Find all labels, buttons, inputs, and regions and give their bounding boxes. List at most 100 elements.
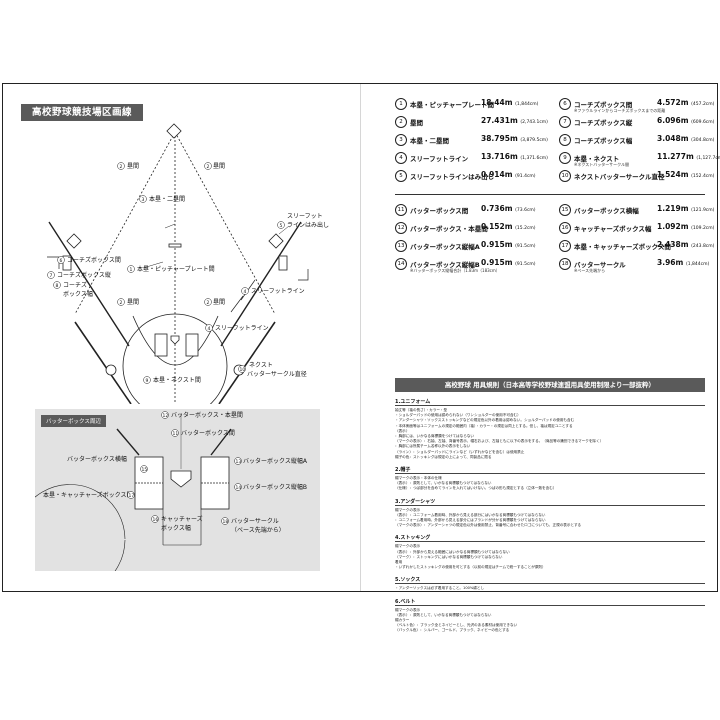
item-label: コーチズボックス幅 <box>574 137 633 145</box>
rule-line: 〈マークの表示〉：右袖、左袖、背番号表示、帽右および、左袖ともに以下の表示をする… <box>395 439 604 444</box>
item-number: 15 <box>559 204 571 216</box>
item-value: 4.572m (457.2cm) <box>657 98 714 107</box>
item-value-sub: (15.2cm) <box>515 226 536 231</box>
rule-line: 帽カラー <box>395 618 410 622</box>
rule-line: 〈表示〉：原則として、いかなる商標類もつけてはならない <box>395 481 492 486</box>
item-value-main: 18.44m <box>481 98 513 107</box>
item-value: 0.915m (91.5cm) <box>481 258 536 267</box>
rule-section-title: 5.ソックス <box>395 577 421 584</box>
rule-line: 〈ベルト色〉：ブラック全とネイビーとし、光沢のある素材は使用できない <box>395 623 518 628</box>
item-value-main: 3.96m <box>657 258 684 267</box>
rule-line: 帽子の色：ストッキングは規定の上によって、同製品に限る <box>395 454 492 459</box>
item-number: 10 <box>559 170 571 182</box>
label-circle-1: バッターサークル <box>231 517 279 525</box>
label-base-path-b: 塁間 <box>213 163 225 170</box>
batter-box-diagram: バッターボックス・本塁間 バッターボックス間 バッターボックス横幅 バッターボッ… <box>35 411 308 571</box>
rule-line: 〈表示〉：原則として、いかなる商標類もつけてはならない <box>395 612 492 617</box>
item-value: 11.277m (1,127.7cm) <box>657 152 720 161</box>
label-foul-line-a: スリーフットライン <box>251 288 305 295</box>
document-sheet: 高校野球競技場区画線 <box>2 83 720 632</box>
item-number: 14 <box>395 258 407 270</box>
label-circle-2: （ベース先端から） <box>231 526 285 534</box>
badge-4a: 4 <box>244 289 247 295</box>
badge-2a: 2 <box>120 164 123 170</box>
badge-15: 15 <box>142 467 148 473</box>
item-number: 11 <box>395 204 407 216</box>
rule-line: 〈表示〉 <box>395 428 410 433</box>
item-value-sub: (1,844cm) <box>685 262 710 267</box>
rules-title: 高校野球 用具規則（日本高等学校野球連盟用具使用制限より一部抜粋） <box>395 378 705 392</box>
rule-line: 〈マーク〉：ストッキングにはいかなる商標類もつけてはならない <box>395 554 503 559</box>
item-value-main: 1.092m <box>657 222 689 231</box>
item-label: スリーフットラインはみ出し <box>410 173 495 181</box>
rule-line: ：胸部には所属チーム名称以外の表示をしない <box>395 444 471 449</box>
badge-1: 1 <box>130 267 133 273</box>
label-foul-over-2: ラインはみ出し <box>287 221 329 229</box>
label-next-2: バッターサークル直径 <box>247 370 307 378</box>
label-catcher-home: 本塁・キャッチャーズボックス間 <box>43 491 132 499</box>
rule-section-rule <box>395 504 705 506</box>
batter-box-inset: バッターボックス周辺 バッターボックス・本塁間 バッターボックス間 バッターボッ… <box>35 409 320 571</box>
item-number: 2 <box>395 116 407 128</box>
rule-line: 着用 <box>395 560 403 564</box>
label-box-width: バッターボックス横幅 <box>67 455 127 463</box>
item-value-main: 1.524m <box>657 170 689 179</box>
item-value-sub: (73.6cm) <box>515 208 536 213</box>
rule-line: ・アンダーシャツ・ソックスストッキングなどの規定色以外の着用は認めない。ショルダ… <box>395 418 575 423</box>
label-box-gap: バッターボックス間 <box>181 429 235 437</box>
rule-line: 〈表示〉：外部から見える範囲にはいかなる商標類もつけてはならない <box>395 549 510 554</box>
item-number: 1 <box>395 98 407 110</box>
item-number: 8 <box>559 134 571 146</box>
rule-line: 帽マークの表示 <box>395 607 421 612</box>
item-value: 0.152m (15.2cm) <box>481 222 536 231</box>
item-number: 4 <box>395 152 407 164</box>
rule-section-title: 1.ユニフォーム <box>395 399 431 405</box>
item-value-sub: (91.5cm) <box>515 262 536 267</box>
item-note: ※ネクストバッターサークル間 <box>574 162 630 167</box>
rule-line: ・アンダーソックスは必ず着用すること。100%綿とし <box>395 586 485 591</box>
item-value-main: 0.914m <box>481 170 513 179</box>
item-value-main: 13.716m <box>481 152 518 161</box>
item-label: 本塁・ピッチャープレート間 <box>410 101 495 109</box>
item-number: 18 <box>559 258 571 270</box>
item-label: コーチズボックス縦 <box>574 119 633 127</box>
item-note: ※バッターボックス縦幅合計（1.83m（183cm） <box>410 268 500 273</box>
item-value-main: 4.572m <box>657 98 689 107</box>
item-value-main: 0.152m <box>481 222 513 231</box>
item-value-sub: (1,844cm) <box>515 102 539 107</box>
badge-10: 10 <box>240 367 246 373</box>
badge-16: 16 <box>153 517 159 523</box>
rule-line: 〈マークの表示〉：アンダーシャツの規定色以外は使用禁止、背番号に合わせたロゴにつ… <box>395 523 582 528</box>
rule-line: 帽マークの表示 <box>395 507 421 512</box>
label-catcher-2: ボックス幅 <box>161 524 191 532</box>
item-value-main: 3.048m <box>657 134 689 143</box>
item-value-main: 1.219m <box>657 204 689 213</box>
label-base-path-c: 塁間 <box>127 299 139 306</box>
rule-line: ・ショルダーパッドの使用は認められない（ワンショルダーの使用不可含む） <box>395 413 521 418</box>
item-value: 1.524m (152.4cm) <box>657 170 714 179</box>
item-value-sub: (152.4cm) <box>691 174 715 179</box>
item-value-sub: (243.8cm) <box>691 244 715 249</box>
item-value-main: 0.915m <box>481 258 513 267</box>
badge-7: 7 <box>50 273 53 279</box>
label-coach-width-2: ボックス幅 <box>63 290 93 298</box>
item-number: 6 <box>559 98 571 110</box>
item-number: 16 <box>559 222 571 234</box>
item-value: 18.44m (1,844cm) <box>481 98 538 107</box>
item-label: コーチズボックス間 <box>574 101 633 109</box>
rule-line: 〈ライン〉：ショルダーパッドにラインなど（いずれかなどを含む）は使用禁止 <box>395 449 525 454</box>
item-value: 3.96m (1,844cm) <box>657 258 709 267</box>
item-value: 6.096m (609.6cm) <box>657 116 714 125</box>
item-number: 9 <box>559 152 571 164</box>
rule-line: 帽マークの表示 <box>395 544 421 549</box>
item-value-main: 2.438m <box>657 240 689 249</box>
label-next-1: ネクスト <box>249 362 273 369</box>
